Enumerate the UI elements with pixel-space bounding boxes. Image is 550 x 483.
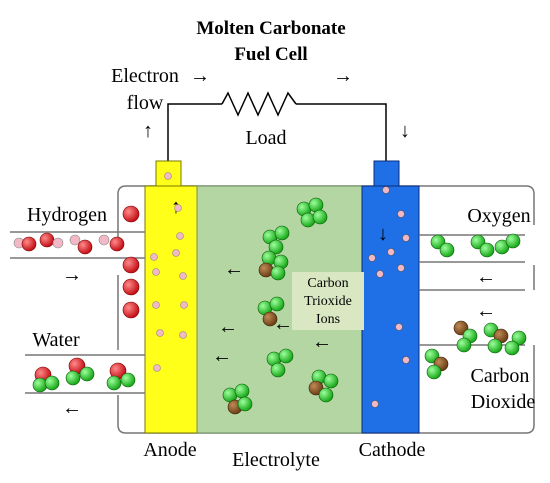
ion-label-line1: Carbon	[307, 276, 348, 291]
electron	[402, 356, 410, 364]
carbon-dioxide-label-line1: Carbon	[471, 365, 530, 387]
electron-flow-arrow-down: ↓	[400, 120, 410, 142]
water-molecules	[32, 357, 136, 393]
electron	[368, 254, 376, 262]
carbon-dioxide-molecules	[424, 320, 527, 380]
cathode-electron-arrow-down: ↓	[378, 223, 388, 245]
water-label: Water	[32, 329, 80, 351]
electron	[387, 248, 395, 256]
load-label: Load	[245, 127, 286, 149]
electron	[397, 210, 405, 218]
ion-flow-arrow: ←	[224, 258, 244, 280]
electron	[174, 204, 182, 212]
carbon-dioxide-molecule	[483, 322, 509, 354]
water-molecule	[32, 366, 60, 393]
electron	[156, 329, 164, 337]
electron-flow-arrow-right-2: →	[333, 65, 353, 87]
hydrogen-atom	[122, 256, 140, 274]
ion-label-line3: Ions	[316, 312, 340, 327]
cathode-electrons	[368, 186, 410, 408]
hydrogen-molecule	[39, 232, 64, 249]
cathode	[361, 185, 420, 434]
hydrogen-label: Hydrogen	[27, 204, 107, 226]
carbon-dioxide-molecule	[504, 330, 527, 356]
electron-flow-arrow-right-1: →	[190, 65, 210, 87]
hydrogen-molecules	[13, 205, 140, 319]
oxygen-flow-arrow: ←	[476, 266, 496, 288]
water-outlet-channel	[25, 354, 145, 394]
carbon-dioxide-label-line2: Dioxide	[471, 391, 536, 413]
electron-flow-arrow-up: ↑	[143, 120, 153, 142]
water-molecule	[106, 362, 136, 391]
electron	[153, 364, 161, 372]
oxygen-label: Oxygen	[467, 205, 530, 227]
carbon-dioxide-molecule	[453, 320, 478, 353]
ion-flow-arrow: ←	[273, 313, 293, 335]
ion-flow-arrow: ←	[218, 316, 238, 338]
diagram-title-line2: Fuel Cell	[234, 44, 307, 65]
carbon-dioxide-molecule	[424, 348, 449, 380]
ion-flow-arrow: ←	[212, 345, 232, 367]
carbonate-ions	[222, 197, 339, 415]
electron	[179, 331, 187, 339]
carbonate-ion	[257, 296, 285, 327]
hydrogen-atom	[122, 278, 140, 296]
electron	[150, 253, 158, 261]
ion-flow-arrow: ←	[312, 331, 332, 353]
carbonate-ion	[258, 250, 289, 281]
carbonate-ion	[222, 383, 253, 415]
carbonate-ion	[296, 197, 328, 228]
oxygen-molecule	[430, 234, 455, 258]
hydrogen-flow-arrow: →	[62, 264, 82, 286]
hydrogen-molecule	[69, 234, 93, 255]
electron	[376, 270, 384, 278]
water-flow-arrow: ←	[62, 397, 82, 419]
anode-label: Anode	[143, 439, 196, 461]
anode-electrons	[150, 172, 188, 372]
electron	[371, 400, 379, 408]
carbonate-ion	[308, 369, 339, 403]
electron	[180, 301, 188, 309]
hydrogen-inlet-channel	[10, 231, 145, 259]
oxygen-molecule	[470, 234, 495, 258]
carbonate-ion	[266, 348, 294, 378]
electron-flow-label-line2: flow	[127, 92, 164, 114]
hydrogen-molecule	[98, 234, 125, 252]
cathode-terminal	[373, 160, 400, 190]
electron-flow-label-line1: Electron	[111, 65, 179, 87]
electron	[179, 272, 187, 280]
external-circuit-wire	[167, 103, 387, 163]
hydrogen-atom	[122, 301, 140, 319]
cathode-label: Cathode	[359, 439, 426, 461]
oxygen-molecules	[430, 233, 521, 258]
carbon-trioxide-ions-box	[292, 272, 364, 330]
carbonate-ion	[262, 225, 290, 255]
electron	[152, 268, 160, 276]
ion-label-line2: Trioxide	[304, 294, 352, 309]
electrolyte-label: Electrolyte	[232, 449, 320, 471]
hydrogen-molecule	[13, 236, 37, 252]
anode	[144, 185, 198, 434]
electron	[395, 323, 403, 331]
electron	[397, 264, 405, 272]
diagram-title-line1: Molten Carbonate	[196, 18, 345, 39]
electron	[382, 186, 390, 194]
electron	[172, 249, 180, 257]
oxygen-molecule	[494, 233, 521, 255]
electron	[402, 234, 410, 242]
electron	[152, 301, 160, 309]
water-molecule	[65, 357, 95, 386]
electron	[176, 232, 184, 240]
load-resistor	[221, 91, 297, 117]
carbon-dioxide-flow-arrow: ←	[476, 300, 496, 322]
hydrogen-atom	[122, 205, 140, 223]
electron	[164, 172, 172, 180]
